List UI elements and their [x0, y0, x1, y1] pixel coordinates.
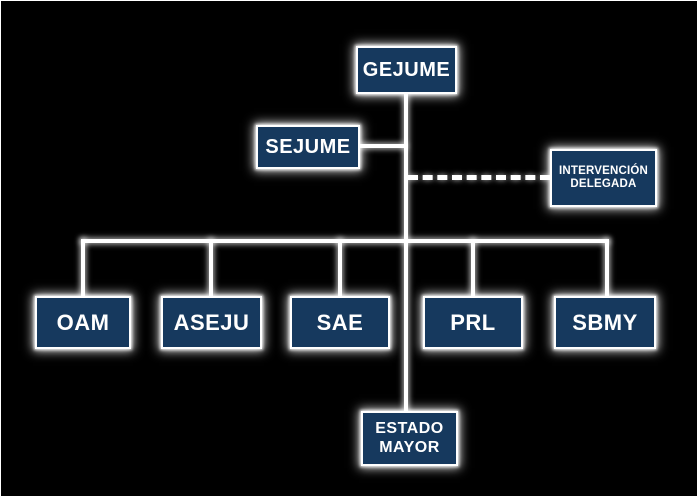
node-sbmy-label: SBMY [572, 309, 638, 335]
node-aseju-label: ASEJU [173, 309, 250, 335]
node-prl: PRL [423, 296, 523, 349]
connector-stub-sbmy [605, 239, 609, 297]
connector-horizontal-bar [81, 239, 609, 243]
node-sbmy: SBMY [554, 296, 656, 349]
connector-stub-prl [471, 239, 475, 297]
node-oam: OAM [35, 296, 131, 349]
node-estado-mayor-line2: MAYOR [379, 438, 440, 456]
node-sae-label: SAE [316, 309, 364, 335]
node-gejume: GEJUME [356, 46, 457, 94]
connector-stub-oam [81, 239, 85, 297]
node-sejume-label: SEJUME [265, 135, 351, 158]
node-estado-mayor-line1: ESTADO [375, 420, 444, 438]
node-prl-label: PRL [450, 309, 496, 335]
connector-sejume-horizontal [358, 144, 406, 148]
connector-stub-aseju [209, 239, 213, 297]
node-intervencion-delegada-line1: INTERVENCIÓN [558, 164, 649, 177]
node-sejume: SEJUME [256, 125, 360, 169]
connector-intervencion-dashed [408, 175, 550, 180]
node-sae: SAE [290, 296, 390, 349]
node-gejume-label: GEJUME [362, 58, 451, 81]
connector-main-vertical [404, 94, 408, 414]
node-estado-mayor: ESTADO MAYOR [361, 411, 458, 466]
node-oam-label: OAM [56, 309, 110, 335]
node-intervencion-delegada-line2: DELEGADA [570, 178, 637, 190]
connector-stub-sae [338, 239, 342, 297]
node-aseju: ASEJU [161, 296, 262, 349]
node-intervencion-delegada: INTERVENCIÓN DELEGADA [550, 149, 657, 207]
